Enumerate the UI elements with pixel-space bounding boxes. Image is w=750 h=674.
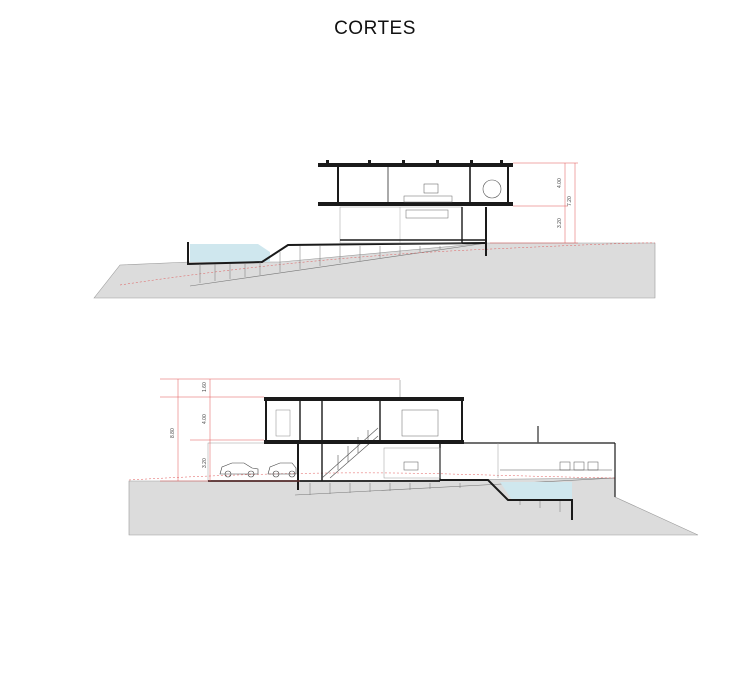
section-2-original-terrain [128,472,616,481]
section-1-pool-water [190,244,270,262]
section-2-dim-lower: 3.20 [202,458,208,468]
section-1-dim-lower: 3.20 [557,218,563,228]
section-1: 4.00 7.20 3.20 [93,160,656,299]
section-2-dim-upper: 4.00 [202,414,208,424]
section-1-piles [199,246,441,283]
section-1-lower-furniture [405,209,449,219]
section-1-round-window [482,179,502,199]
section-2-floor-slab [264,440,464,444]
section-2-terrace-furniture [500,461,612,471]
page-title: CORTES [334,18,416,39]
section-2-dimension-lines [160,378,400,482]
section-2-roof-slab [264,397,464,401]
section-1-slope-line [189,242,488,287]
section-1-dimension-lines [490,162,578,244]
section-1-original-terrain [119,242,656,286]
section-1-dim-total: 7.20 [567,196,573,206]
section-2-stair [321,427,379,479]
section-2-car-2 [267,462,297,478]
section-2-upper-furniture [401,409,439,437]
section-1-terrain [93,242,656,299]
section-2-pool-water [500,482,572,500]
section-2-dim-total: 8.80 [170,428,176,438]
section-2-tv [403,461,419,471]
section-2-car-1 [219,462,259,478]
section-1-pool-slab [187,242,487,266]
section-2-garage [207,442,299,482]
section-1-lower-glazing [339,206,463,244]
section-1-tv [423,183,439,194]
section-1-dim-upper: 4.00 [557,178,563,188]
section-1-floor-slab [318,202,513,206]
section-1-roof-slab [318,163,513,167]
section-2-terrain [128,477,699,536]
section-2: 1.60 4.00 8.80 3.20 [128,378,699,536]
section-2-pool-slab [440,479,573,520]
section-2-dim-parapet: 1.60 [202,382,208,392]
